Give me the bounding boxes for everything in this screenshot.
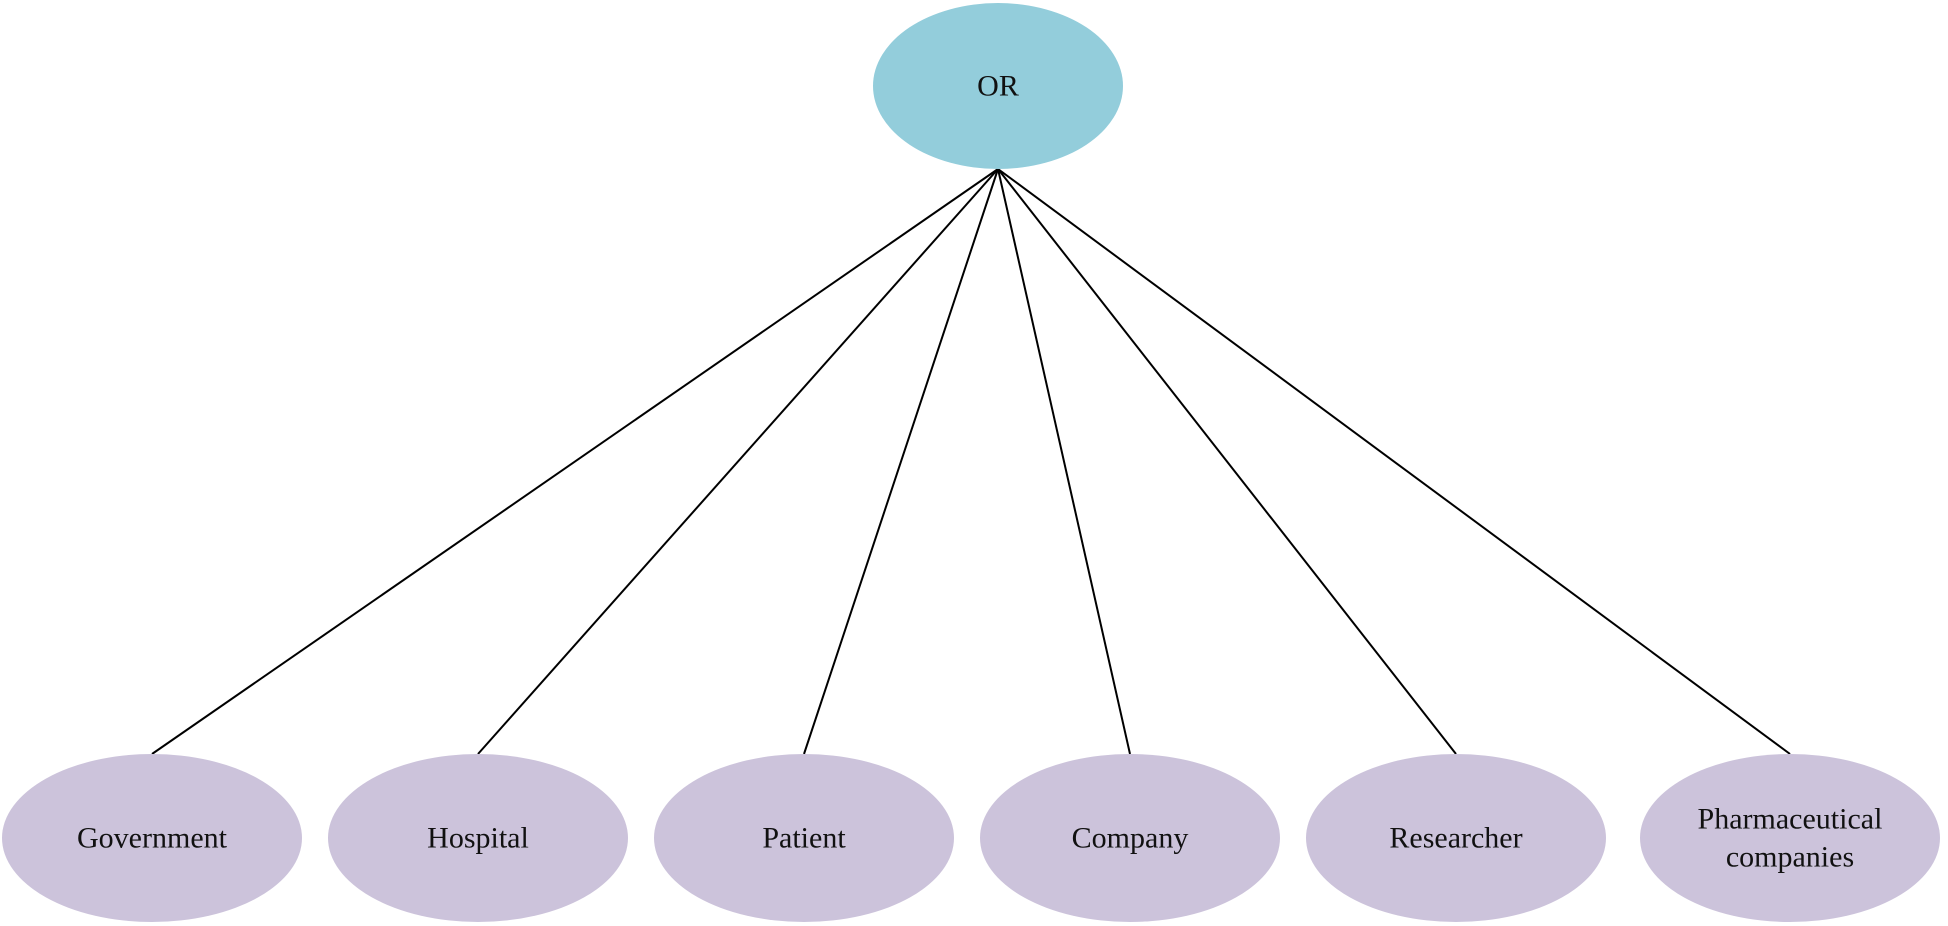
node-company: Company (980, 754, 1280, 922)
node-hospital-label: Hospital (427, 822, 529, 855)
root-ellipse (873, 3, 1123, 169)
connector-lines (151, 168, 1791, 755)
child-nodes: Government Hospital Patient Company Research… (2, 754, 1940, 922)
node-researcher-ellipse (1306, 754, 1606, 922)
node-pharmaceutical-companies-label: companies (1726, 841, 1854, 874)
node-company-label: Company (1072, 822, 1189, 855)
node-pharmaceutical-companies-label: Pharmaceutical (1698, 803, 1883, 836)
connector-hospital (477, 168, 999, 755)
root-node: OR (873, 3, 1123, 169)
node-government-label: Government (77, 822, 228, 855)
node-pharmaceutical-companies-ellipse (1640, 754, 1940, 922)
node-patient: Patient (654, 754, 954, 922)
connector-researcher (997, 168, 1457, 755)
root-label: OR (977, 70, 1019, 103)
node-hospital-ellipse (328, 754, 628, 922)
connector-company (997, 168, 1131, 755)
connector-pharmaceutical-companies (997, 168, 1791, 755)
node-hospital: Hospital (328, 754, 628, 922)
node-company-ellipse (980, 754, 1280, 922)
connector-government (151, 168, 999, 755)
node-government: Government (2, 754, 302, 922)
node-researcher: Researcher (1306, 754, 1606, 922)
node-researcher-label: Researcher (1389, 822, 1522, 855)
node-government-ellipse (2, 754, 302, 922)
node-pharmaceutical-companies: Pharmaceutical companies (1640, 754, 1940, 922)
connector-patient (803, 168, 999, 755)
node-patient-label: Patient (762, 822, 846, 855)
node-patient-ellipse (654, 754, 954, 922)
